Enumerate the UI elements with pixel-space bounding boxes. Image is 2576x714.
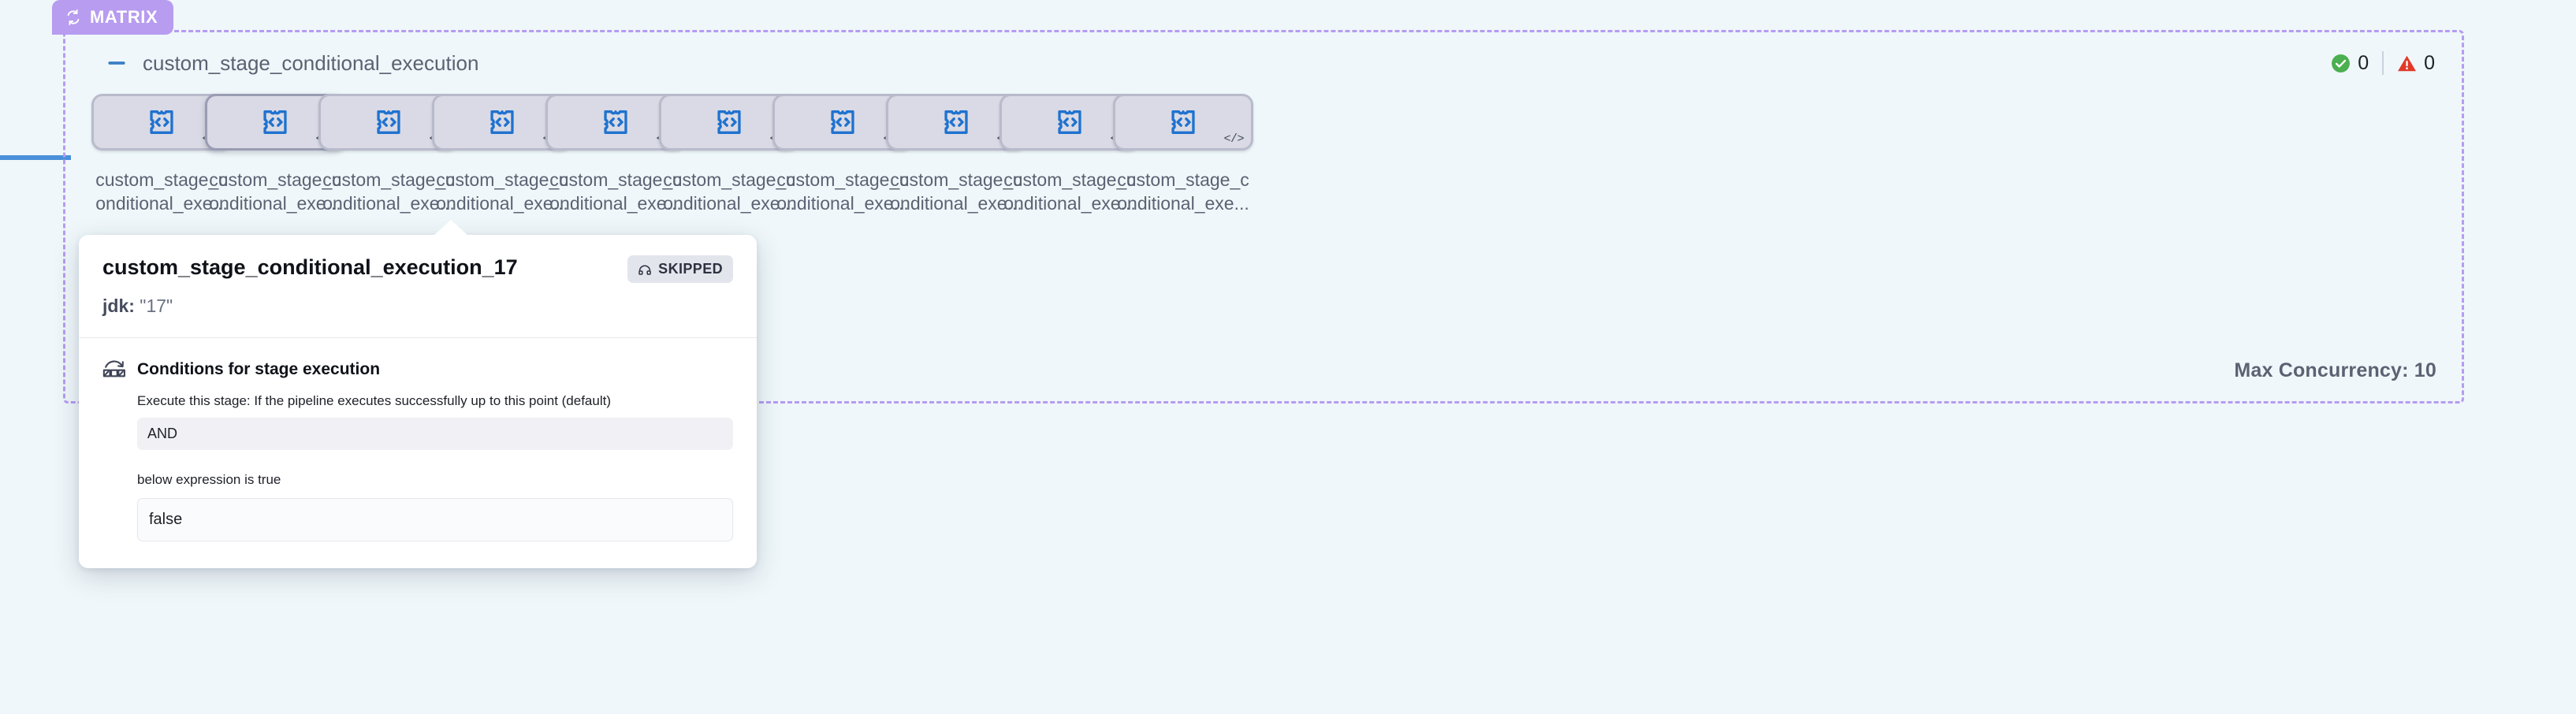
conditions-icon xyxy=(102,359,126,381)
plugin-code-icon xyxy=(713,106,746,139)
skipped-icon xyxy=(638,264,651,275)
expression-input[interactable]: false xyxy=(137,497,733,541)
matrix-node-label: custom_stage_conditional_exe... xyxy=(95,169,228,214)
execute-condition-label: Execute this stage: If the pipeline exec… xyxy=(137,393,612,408)
status-counters: 0 0 xyxy=(2331,51,2435,75)
matrix-node-label: custom_stage_conditional_exe... xyxy=(1117,169,1249,214)
matrix-group: custom_stage_conditional_execution 0 0 xyxy=(63,30,2464,403)
plugin-code-icon xyxy=(1167,106,1200,139)
popover-title: custom_stage_conditional_execution_17 xyxy=(102,255,518,279)
check-circle-icon xyxy=(2332,54,2351,73)
matrix-node-label: custom_stage_conditional_exe... xyxy=(549,169,682,214)
plugin-code-icon xyxy=(826,106,859,139)
plugin-code-icon xyxy=(940,106,973,139)
matrix-node-label: custom_stage_conditional_exe... xyxy=(1003,169,1136,214)
matrix-node-label: custom_stage_conditional_exe... xyxy=(776,169,909,214)
incoming-edge xyxy=(0,155,71,160)
conditions-section-header: Conditions for stage execution xyxy=(102,359,733,381)
plugin-code-icon xyxy=(145,106,178,139)
plugin-code-icon xyxy=(1053,106,1086,139)
matrix-group-title: custom_stage_conditional_execution xyxy=(143,50,479,75)
matrix-node-box[interactable]: </> xyxy=(1113,94,1253,151)
success-count: 0 xyxy=(2358,51,2369,74)
plugin-code-icon xyxy=(486,106,519,139)
popover-meta: jdk: "17" xyxy=(102,296,733,317)
success-counter[interactable]: 0 xyxy=(2331,52,2369,75)
warning-counter[interactable]: 0 xyxy=(2397,52,2435,75)
plugin-code-icon xyxy=(372,106,405,139)
matrix-badge-label: MATRIX xyxy=(90,7,158,27)
popover-meta-key: jdk: xyxy=(102,296,135,316)
max-concurrency-label: Max Concurrency: 10 xyxy=(2234,359,2436,381)
matrix-node[interactable]: </> custom_stage_conditional_exe... xyxy=(1101,94,1265,216)
plugin-code-icon xyxy=(259,106,292,139)
matrix-node-label: custom_stage_conditional_exe... xyxy=(436,169,568,214)
matrix-badge[interactable]: MATRIX xyxy=(52,0,174,35)
operator-value: AND xyxy=(137,417,733,450)
matrix-node-label: custom_stage_conditional_exe... xyxy=(663,169,795,214)
counter-divider xyxy=(2382,51,2384,75)
popover-header: custom_stage_conditional_execution_17 SK… xyxy=(79,235,757,338)
popover-arrow xyxy=(434,220,468,236)
matrix-node-label: custom_stage_conditional_exe... xyxy=(890,169,1022,214)
code-badge-icon: </> xyxy=(1223,132,1244,146)
conditions-section-content: Execute this stage: If the pipeline exec… xyxy=(137,392,733,541)
matrix-node-label: custom_stage_conditional_exe... xyxy=(209,169,341,214)
plugin-code-icon xyxy=(599,106,632,139)
minus-icon[interactable] xyxy=(105,51,128,75)
matrix-node-label: custom_stage_conditional_exe... xyxy=(322,169,455,214)
warning-count: 0 xyxy=(2424,51,2435,74)
warning-triangle-icon xyxy=(2398,55,2417,71)
stage-detail-popover: custom_stage_conditional_execution_17 SK… xyxy=(79,220,757,568)
popover-body: Conditions for stage execution Execute t… xyxy=(79,338,757,568)
loop-icon xyxy=(65,9,82,26)
conditions-section-title: Conditions for stage execution xyxy=(137,360,381,378)
status-badge: SKIPPED xyxy=(627,255,733,283)
matrix-group-header: custom_stage_conditional_execution 0 0 xyxy=(65,32,2462,94)
expression-label: below expression is true xyxy=(137,471,281,487)
status-badge-label: SKIPPED xyxy=(658,261,723,277)
popover-meta-value: "17" xyxy=(140,296,173,316)
matrix-node-row: </>custom_stage_conditional_exe...</>cus… xyxy=(65,94,2462,322)
popover-title-row: custom_stage_conditional_execution_17 SK… xyxy=(102,255,733,283)
